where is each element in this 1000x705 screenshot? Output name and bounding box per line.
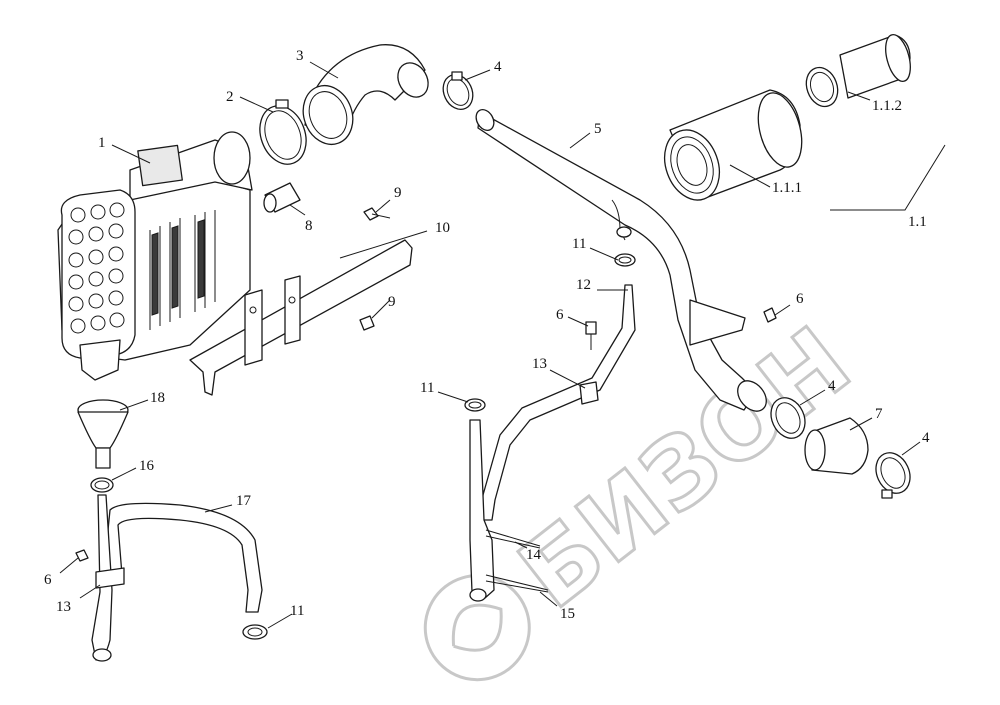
callout-4-upper: 4 [494,59,502,75]
tube-13-left [91,494,125,662]
callout-15: 15 [560,606,575,622]
callout-11-lower: 11 [290,603,304,619]
callout-6-middle: 6 [556,307,564,323]
callout-6-right: 6 [796,291,804,307]
clamp-4-middle [770,397,806,439]
callout-4-middle: 4 [828,378,836,394]
sleeve-8 [263,182,301,213]
callout-2: 2 [226,89,234,105]
callout-1-1-1: 1.1.1 [772,180,802,196]
callout-11-middle: 11 [420,380,434,396]
callout-1-1: 1.1 [908,214,927,230]
callout-16: 16 [139,458,155,474]
watermark-logo [423,574,531,682]
bracket-14 [485,529,541,549]
leader-lines [59,61,946,629]
callout-13-middle: 13 [532,356,547,372]
sleeve-7 [804,417,869,475]
bracket-10 [189,239,413,396]
callout-14: 14 [526,547,542,563]
elbow-hose-3 [302,44,429,146]
air-filter-housing [57,131,253,381]
clamp-16 [90,477,114,493]
tube-12 [479,284,636,521]
callout-labels: 1 2 3 4 5 1.1.2 1.1.1 1.1 9 8 10 11 12 6… [44,48,930,622]
tube-17 [107,502,263,613]
callout-9-upper: 9 [394,185,402,201]
callout-17: 17 [236,493,252,509]
callout-5: 5 [594,121,602,137]
callout-12: 12 [576,277,591,293]
callout-1: 1 [98,135,106,151]
callout-11-upper: 11 [572,236,586,252]
clamp-11-middle [464,398,486,412]
callout-6-left: 6 [44,572,52,588]
bolt-9-lower [359,315,375,331]
callout-1-1-2: 1.1.2 [872,98,902,114]
clamp-4-upper [442,71,474,111]
filter-grille [68,202,125,334]
filter-element-1-1-1 [663,89,803,201]
bracket-15 [485,574,549,593]
tube-13-middle [469,381,599,602]
bolt-6-left [75,549,89,562]
intake-pipe-5 [475,109,767,412]
bolt-6-right [763,307,777,323]
callout-8: 8 [305,218,313,234]
callout-10: 10 [435,220,450,236]
callout-9-lower: 9 [388,294,396,310]
dust-valve-18 [77,399,129,469]
clamp-2 [259,99,307,165]
bolt-6-middle [585,321,597,350]
callout-7: 7 [875,406,883,422]
clamp-11-lower [242,624,268,640]
callout-4-lower: 4 [922,430,930,446]
callout-3: 3 [296,48,304,64]
safety-element-1-1-2 [805,33,911,108]
callout-18: 18 [150,390,165,406]
clamp-4-lower [875,452,911,499]
callout-13-left: 13 [56,599,71,615]
bolt-9-upper [363,207,391,221]
clamp-11-upper [614,253,636,267]
